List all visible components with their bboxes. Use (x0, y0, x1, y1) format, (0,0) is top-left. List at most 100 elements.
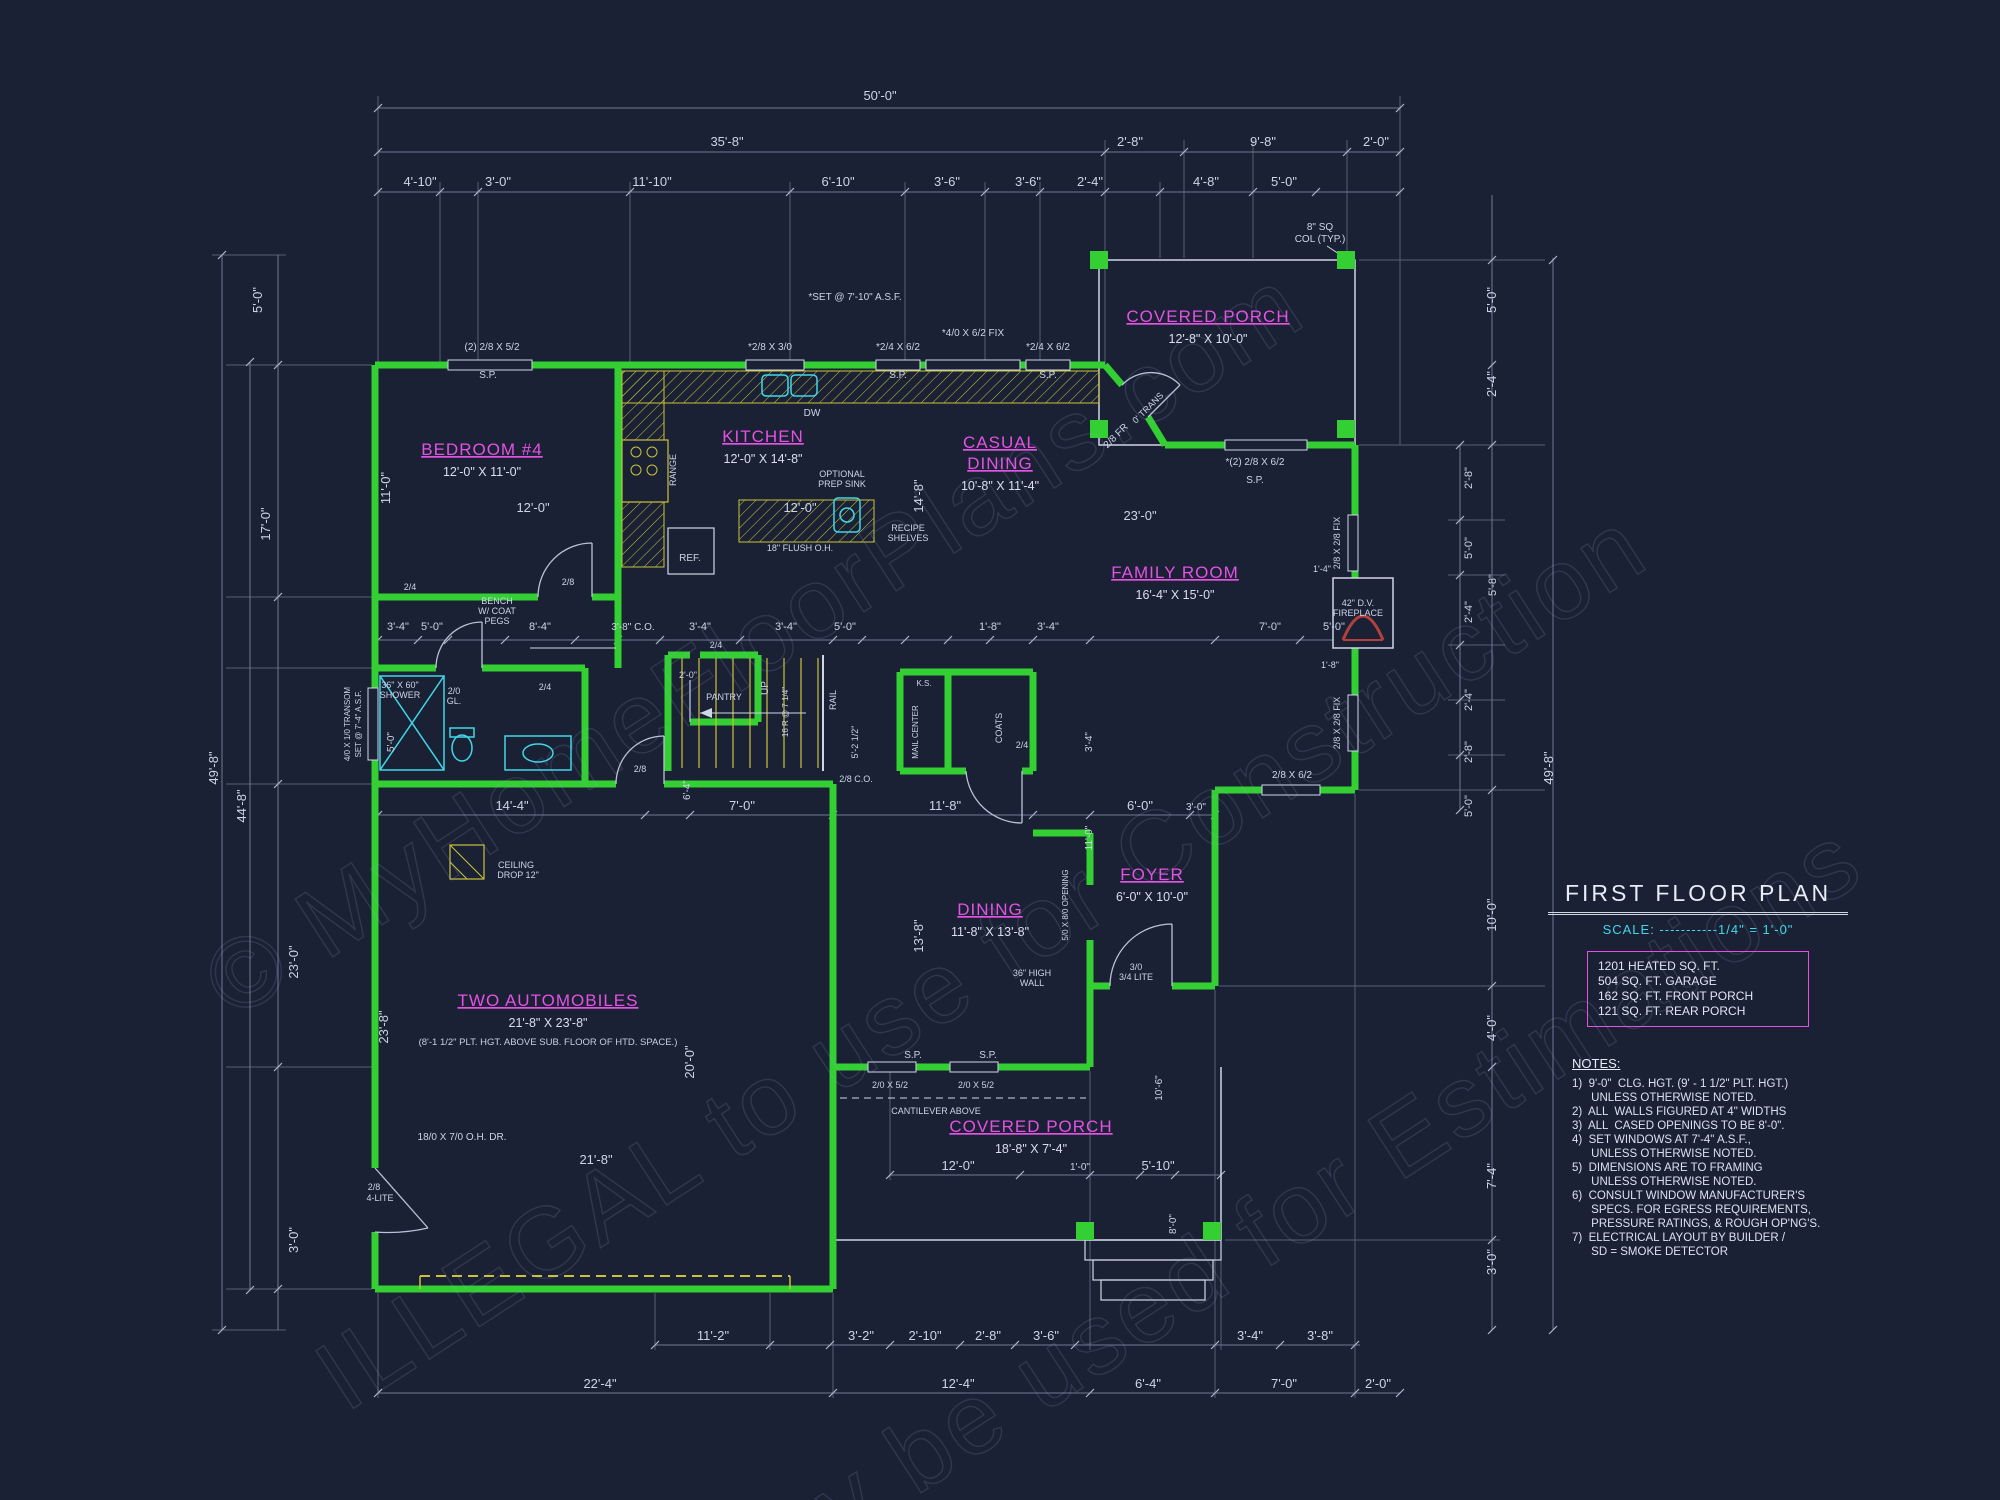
dimension-tick (825, 1340, 835, 1350)
dimension-tick (1210, 1340, 1220, 1350)
plan-label: 8" SQ (1307, 222, 1334, 233)
plan-label: *2/4 X 6/2 (876, 342, 920, 353)
plan-label: MAIL CENTER (911, 705, 920, 759)
dimension-tick (655, 635, 665, 645)
plan-label: 11'-2" (697, 1328, 730, 1343)
dimension-tick (885, 1170, 895, 1180)
plan-label: 49'-8" (206, 751, 221, 785)
plan-label: 17'-0" (258, 507, 273, 541)
dimension-tick (1085, 1388, 1095, 1398)
plan-label: 5'-0" (250, 287, 265, 313)
dimension-tick (1248, 187, 1258, 197)
notes-block: NOTES: 1) 9'-0" CLG. HGT. (9' - 1 1/2" P… (1548, 1057, 1848, 1259)
plan-label: 9'-8" (1250, 134, 1276, 149)
dimension-tick (413, 635, 423, 645)
dimension-tick (245, 357, 255, 367)
dimension-tick (1455, 515, 1465, 525)
plan-label: 3'-2" (848, 1328, 874, 1343)
plan-label: 4'-8" (1193, 174, 1219, 189)
dimension-tick (443, 635, 453, 645)
plan-label: BENCH (481, 596, 513, 606)
plan-label: 2/4 (1016, 740, 1029, 750)
plan-label: 18" FLUSH O.H. (767, 543, 833, 553)
plan-label: 7'-4" (1484, 1163, 1499, 1189)
plan-label: 50'-0" (863, 88, 897, 103)
plan-label: 2'-4" (1463, 689, 1475, 711)
plan-label: 16 R @ 7 1/4" (781, 687, 790, 737)
plan-label: 3'-8" C.O. (611, 622, 654, 633)
plan-label: 23'-0" (1123, 508, 1157, 523)
note-line: SPECS. FOR EGRESS REQUIREMENTS, (1572, 1204, 1811, 1216)
note-line: 2) ALL WALLS FIGURED AT 4" WIDTHS (1572, 1106, 1787, 1118)
plan-label: 3'-4" (387, 621, 409, 633)
dimension-tick (1100, 147, 1110, 157)
plan-label: 23'-0" (286, 945, 301, 979)
plan-label: COL (TYP.) (1295, 234, 1346, 245)
plan-label: 2/8 C.O. (839, 774, 873, 784)
plan-label: OPTIONAL (819, 469, 865, 479)
plan-label: 7'-0" (729, 798, 755, 813)
plan-label: 21'-8" (579, 1152, 613, 1167)
plan-label: *2/4 X 6/2 (1026, 342, 1070, 353)
dimension-tick (955, 1340, 965, 1350)
plan-label: 5'-0" (1484, 287, 1499, 313)
room-label: COVERED PORCH (1126, 307, 1289, 326)
note-line: UNLESS OTHERWISE NOTED. (1572, 1148, 1757, 1160)
area-line: 162 SQ. FT. FRONT PORCH (1598, 989, 1754, 1003)
plan-label: 3'-0" (1186, 802, 1206, 813)
note-line: UNLESS OTHERWISE NOTED. (1572, 1092, 1757, 1104)
dimension-tick (1028, 635, 1038, 645)
dimension-tick (373, 103, 383, 113)
plan-label: 3'-0" (286, 1227, 301, 1253)
plan-label: COATS (994, 713, 1004, 743)
dimension-tick (1179, 147, 1189, 157)
plan-label: DROP 12" (497, 870, 539, 880)
dimension-tick (765, 1340, 775, 1350)
plan-label: 7'-0" (1259, 621, 1281, 633)
plan-label: 42" D.V. (1342, 598, 1374, 608)
dimension-tick (1455, 640, 1465, 650)
room-label: FOYER (1120, 865, 1184, 884)
room-dimensions: 21'-8" X 23'-8" (509, 1016, 588, 1030)
plan-label: *(2) 2/8 X 6/2 (1226, 457, 1285, 468)
plan-label: 2/0 (448, 686, 461, 696)
dimension-tick (273, 779, 283, 789)
dimension-tick (625, 187, 635, 197)
room-label: COVERED PORCH (949, 1117, 1112, 1136)
plan-label: W/ COAT (478, 606, 516, 616)
dimension-tick (1015, 1170, 1025, 1180)
plan-label: 2'-4" (1077, 174, 1103, 189)
plan-label: 2'-0" (1363, 134, 1389, 149)
area-line: 1201 HEATED SQ. FT. (1598, 959, 1720, 973)
plan-label: 11'-10" (632, 174, 672, 189)
plan-label: PANTRY (706, 692, 742, 702)
note-line: 3) ALL CASED OPENINGS TO BE 8'-0". (1572, 1120, 1785, 1132)
dimension-tick (1350, 1388, 1360, 1398)
plan-label: GL. (447, 696, 462, 706)
plan-label: 2/4 (710, 640, 723, 650)
plan-label: 11'-0" (1084, 825, 1095, 850)
plan-label: 1'-4" (1313, 564, 1331, 574)
plan-label: 12'-0" (783, 500, 817, 515)
dimension-tick (273, 592, 283, 602)
dimension-lines (212, 96, 1558, 1398)
scale-note: SCALE: -----------1/4" = 1'-0" (1602, 922, 1794, 937)
room-dimensions: 11'-8" X 13'-8" (951, 925, 1029, 939)
plan-labels: 50'-0"35'-8"2'-8"9'-8"2'-0"4'-10"3'-0"11… (206, 88, 1556, 1391)
plan-label: 12'-0" (941, 1158, 975, 1173)
plan-label: 1'-8" (979, 621, 1001, 633)
plan-label: 1'-0" (1070, 1162, 1090, 1173)
note-line: 4) SET WINDOWS AT 7'-4" A.S.F., (1572, 1134, 1751, 1146)
room-label: TWO AUTOMOBILES (458, 991, 639, 1010)
room-label: DINING (957, 900, 1023, 919)
plan-label: 6'-4" (1135, 1376, 1161, 1391)
dimension-tick (640, 810, 650, 820)
plan-label: S.P. (979, 1050, 997, 1061)
plan-label: 12'-4" (941, 1376, 975, 1391)
plan-label: SHOWER (380, 690, 421, 700)
dimension-tick (1487, 1062, 1497, 1072)
plan-label: 3'-6" (1033, 1328, 1059, 1343)
note-line: SD = SMOKE DETECTOR (1572, 1246, 1729, 1258)
room-label: CASUAL (963, 433, 1037, 452)
